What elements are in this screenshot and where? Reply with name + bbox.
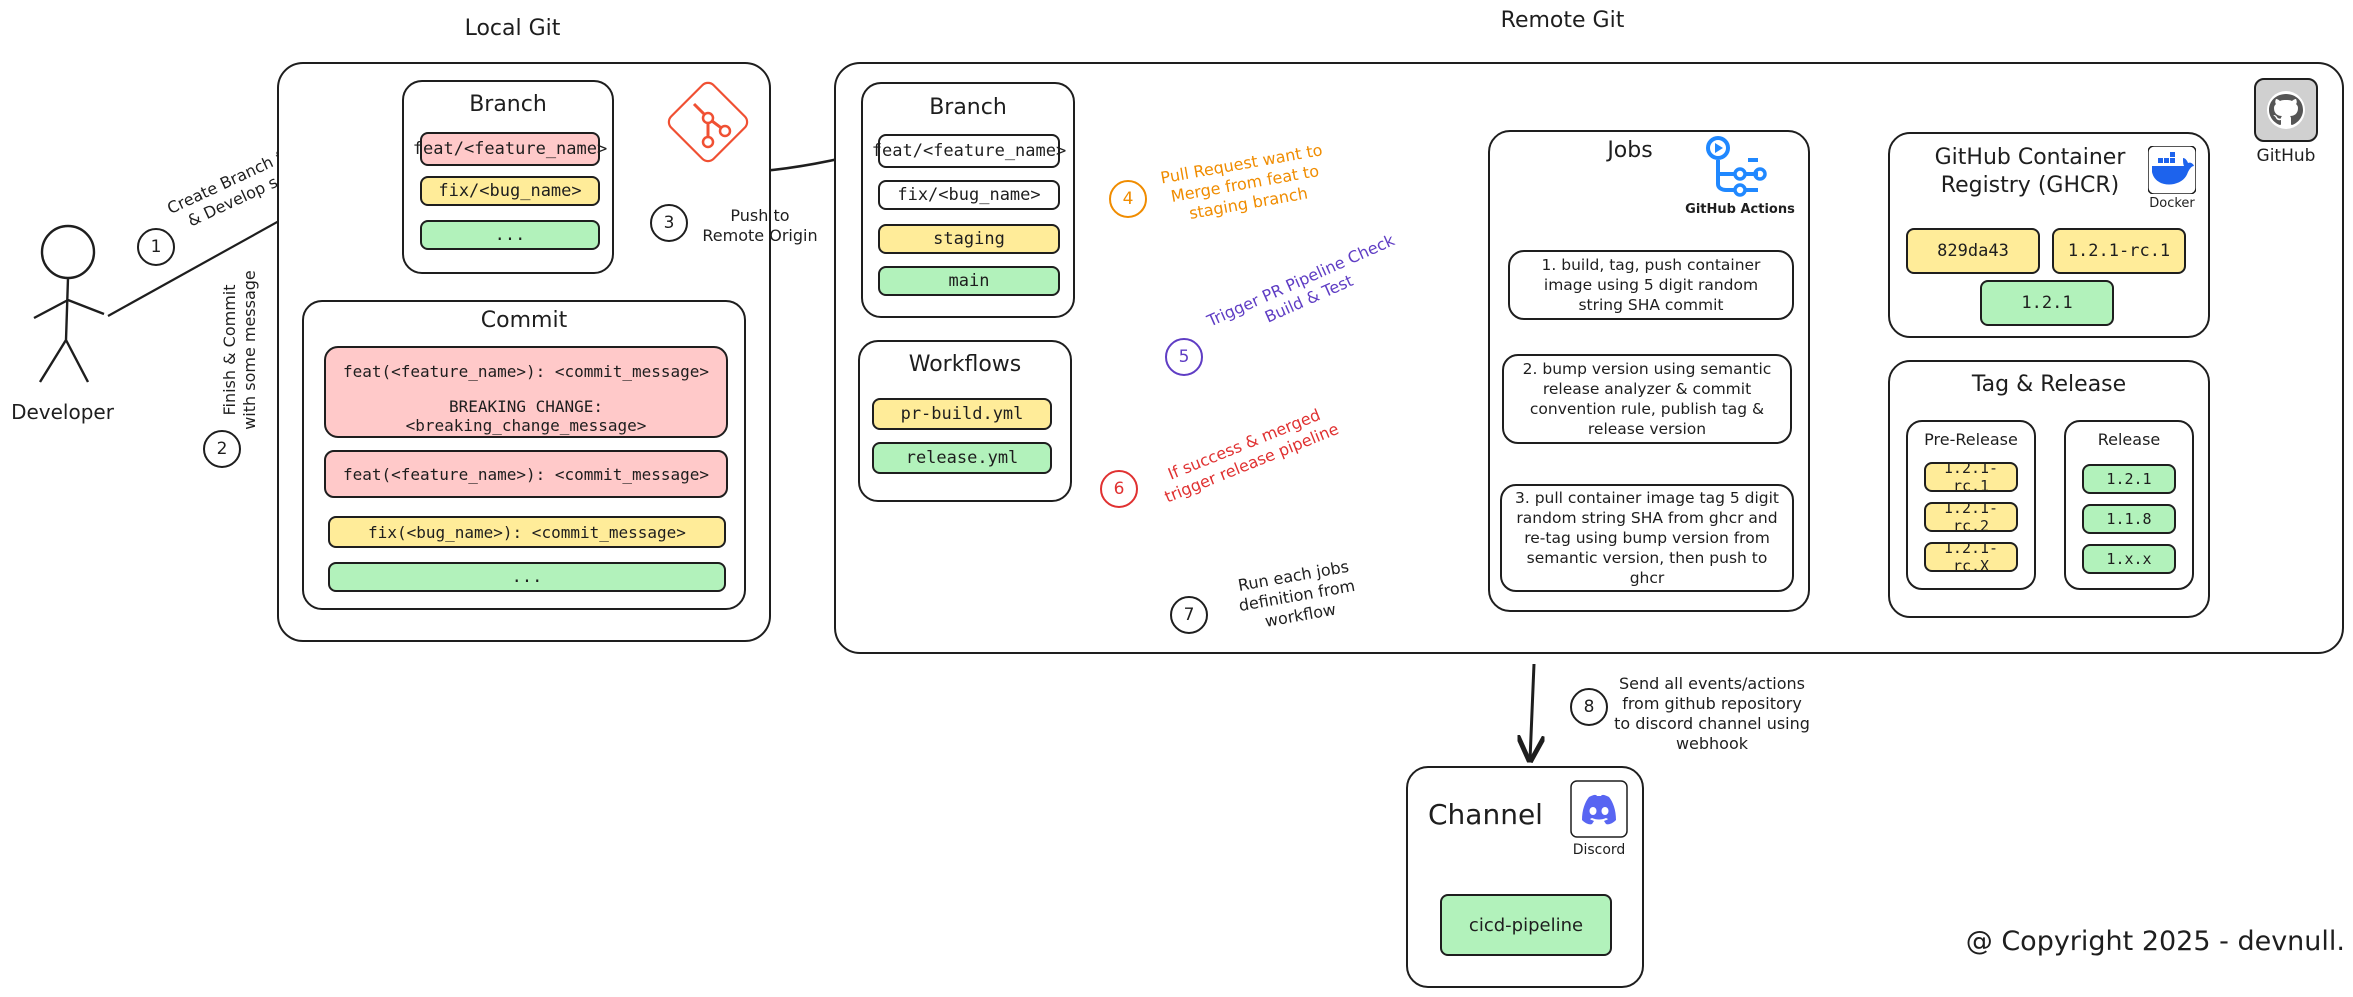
remote-branch-title: Branch bbox=[929, 95, 1007, 120]
job-step-3[interactable]: 3. pull container image tag 5 digit rand… bbox=[1500, 484, 1794, 592]
ghcr-title: GitHub Container Registry (GHCR) bbox=[1934, 145, 2126, 198]
job-step-2[interactable]: 2. bump version using semantic release a… bbox=[1502, 354, 1792, 444]
github-actions-logo-text: GitHub Actions bbox=[1685, 202, 1795, 217]
pre-release-title: Pre-Release bbox=[1924, 430, 2018, 449]
ghcr-tag-rc[interactable]: 1.2.1-rc.1 bbox=[2052, 228, 2186, 274]
commit-more[interactable]: ... bbox=[328, 562, 726, 592]
step-3-text: Push to Remote Origin bbox=[702, 206, 818, 245]
channel-title: Channel bbox=[1428, 798, 1543, 831]
release-item-1[interactable]: 1.2.1 bbox=[2082, 464, 2176, 494]
local-commit-title: Commit bbox=[480, 308, 568, 333]
local-branch-fix[interactable]: fix/<bug_name> bbox=[420, 176, 600, 206]
step-1-badge: 1 bbox=[137, 228, 175, 266]
step-7-badge: 7 bbox=[1170, 596, 1208, 634]
remote-branch-feat[interactable]: feat/<feature_name> bbox=[872, 134, 1066, 168]
ghcr-tag-sha[interactable]: 829da43 bbox=[1906, 228, 2040, 274]
github-actions-logo-icon bbox=[1706, 136, 1767, 197]
release-item-3[interactable]: 1.x.x bbox=[2082, 544, 2176, 574]
commit-breaking-line-2: BREAKING CHANGE: <breaking_change_messag… bbox=[405, 397, 647, 435]
local-branch-title: Branch bbox=[469, 92, 547, 117]
github-logo-icon bbox=[2254, 78, 2318, 142]
pre-release-item-1[interactable]: 1.2.1-rc.1 bbox=[1924, 459, 2018, 495]
step-4-badge: 4 bbox=[1109, 180, 1147, 218]
workflows-title: Workflows bbox=[908, 352, 1022, 377]
remote-branch-fix[interactable]: fix/<bug_name> bbox=[878, 180, 1060, 210]
local-git-title: Local Git bbox=[464, 16, 561, 41]
pre-release-item-3[interactable]: 1.2.1-rc.X bbox=[1924, 539, 2018, 575]
step-3-badge: 3 bbox=[650, 204, 688, 242]
remote-branch-staging[interactable]: staging bbox=[878, 224, 1060, 254]
git-logo-icon bbox=[667, 81, 749, 163]
remote-git-title: Remote Git bbox=[1500, 8, 1625, 33]
step-6-badge: 6 bbox=[1100, 470, 1138, 508]
commit-breaking-change[interactable]: feat(<feature_name>): <commit_message> B… bbox=[324, 346, 728, 438]
step-8-badge: 8 bbox=[1570, 688, 1608, 726]
commit-breaking-line-1: feat(<feature_name>): <commit_message> bbox=[342, 362, 710, 381]
github-logo-text: GitHub bbox=[2256, 146, 2316, 166]
step-5-badge: 5 bbox=[1165, 338, 1203, 376]
release-title: Release bbox=[2097, 430, 2161, 449]
step-2-text: Finish & Commit with some message bbox=[220, 270, 259, 430]
jobs-title: Jobs bbox=[1607, 138, 1653, 163]
discord-channel-cicd[interactable]: cicd-pipeline bbox=[1440, 894, 1612, 956]
job-step-1[interactable]: 1. build, tag, push container image usin… bbox=[1508, 250, 1794, 320]
remote-branch-main[interactable]: main bbox=[878, 266, 1060, 296]
docker-logo-icon bbox=[2148, 146, 2196, 194]
developer-figure-icon bbox=[33, 224, 105, 383]
release-item-2[interactable]: 1.1.8 bbox=[2082, 504, 2176, 534]
pre-release-item-2[interactable]: 1.2.1-rc.2 bbox=[1924, 499, 2018, 535]
discord-logo-text: Discord bbox=[1572, 842, 1626, 858]
ghcr-tag-release[interactable]: 1.2.1 bbox=[1980, 280, 2114, 326]
step-8-text: Send all events/actions from github repo… bbox=[1614, 674, 1810, 753]
commit-feat[interactable]: feat(<feature_name>): <commit_message> bbox=[324, 450, 728, 498]
commit-fix[interactable]: fix(<bug_name>): <commit_message> bbox=[328, 516, 726, 548]
copyright-text: @ Copyright 2025 - devnull. bbox=[1965, 926, 2345, 957]
workflow-release[interactable]: release.yml bbox=[872, 442, 1052, 474]
developer-label: Developer bbox=[11, 400, 114, 424]
local-branch-feat[interactable]: feat/<feature_name> bbox=[413, 132, 607, 166]
docker-logo-text: Docker bbox=[2149, 196, 2195, 211]
local-branch-more[interactable]: ... bbox=[420, 220, 600, 250]
step-2-badge: 2 bbox=[203, 430, 241, 468]
discord-logo-icon bbox=[1570, 780, 1628, 838]
tag-release-title: Tag & Release bbox=[1971, 372, 2127, 397]
workflow-pr-build[interactable]: pr-build.yml bbox=[872, 398, 1052, 430]
